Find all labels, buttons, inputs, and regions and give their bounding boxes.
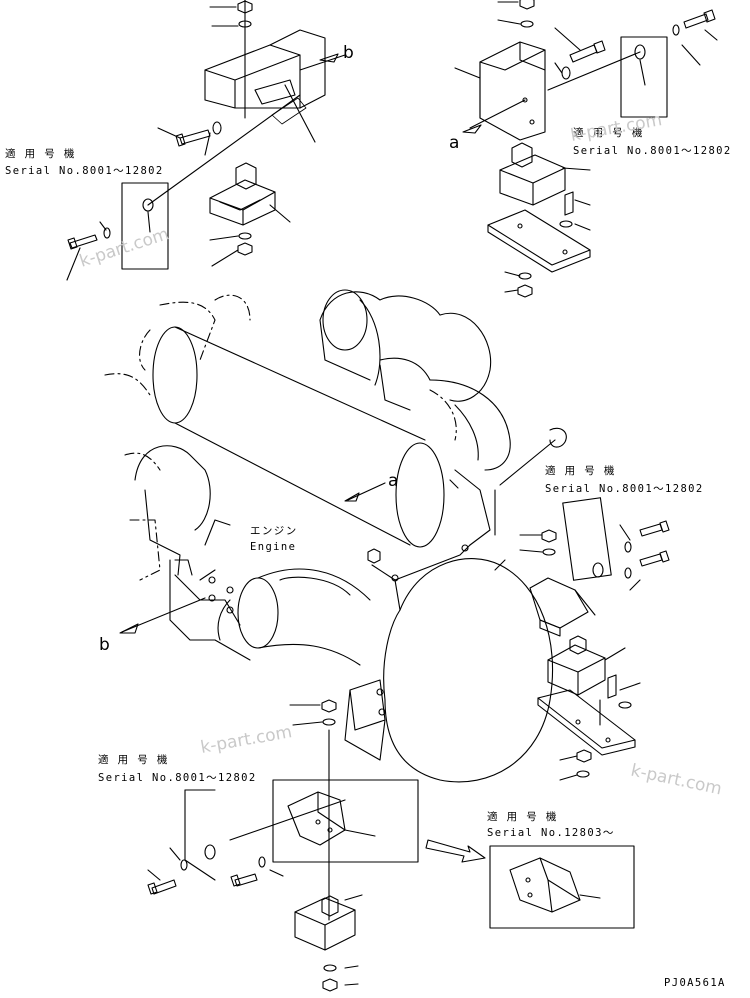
serial-note-range: Serial No.8001～12802: [573, 145, 732, 157]
serial-note-range: Serial No.12803～: [487, 827, 615, 839]
serial-note-heading: 適 用 号 機: [98, 754, 169, 766]
view-a-label-engine: a: [388, 471, 399, 491]
bottom-mount-assembly: [147, 699, 635, 992]
right-mount-assembly: [519, 497, 670, 781]
view-b-label-top: b: [343, 43, 354, 63]
serial-note-heading: 適 用 号 機: [573, 127, 644, 139]
serial-note-range: Serial No.8001～12802: [98, 772, 257, 784]
view-arrows: [119, 482, 386, 634]
engine-label-en: Engine: [250, 541, 297, 553]
serial-note-heading: 適 用 号 機: [487, 811, 558, 823]
serial-note-range: Serial No.8001～12802: [545, 483, 704, 495]
engine-label-jp: エンジン: [250, 525, 298, 537]
top-right-mount-assembly: [454, 0, 718, 298]
engine-body: [104, 289, 567, 783]
serial-note-heading: 適 用 号 機: [5, 148, 76, 160]
serial-note-heading: 適 用 号 機: [545, 465, 616, 477]
view-b-label-engine: b: [99, 635, 110, 655]
top-left-mount-assembly: [66, 0, 346, 281]
view-a-label-top: a: [449, 133, 460, 153]
serial-note-range: Serial No.8001～12802: [5, 165, 164, 177]
drawing-code: PJ0A561A: [664, 977, 726, 989]
